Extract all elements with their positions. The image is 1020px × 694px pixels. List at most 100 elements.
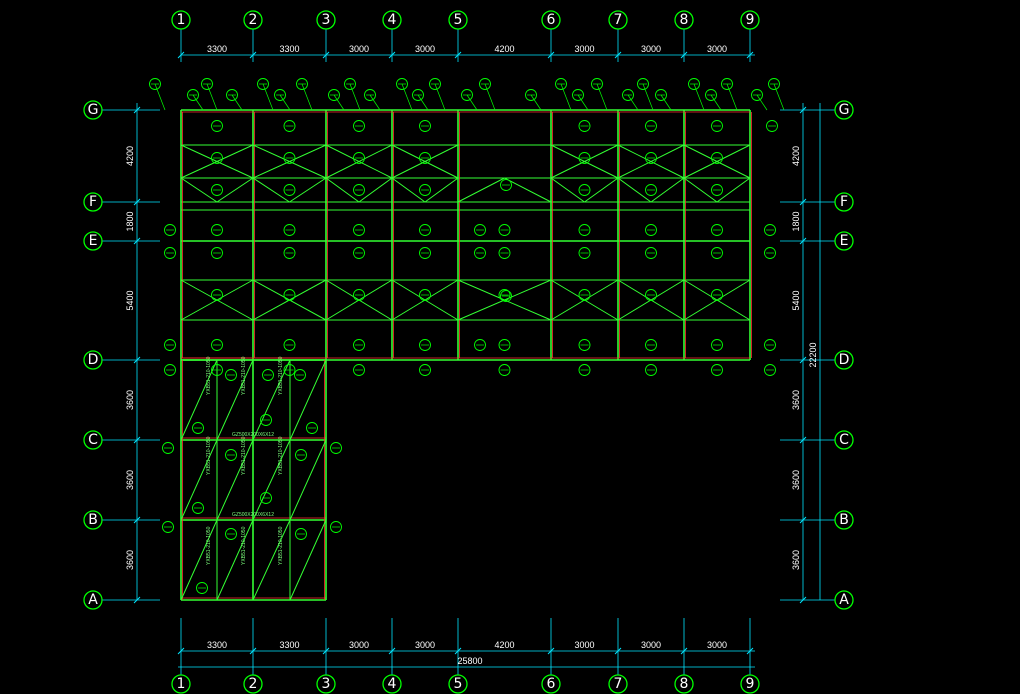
axis-label: C xyxy=(839,432,849,448)
axis-label: 5 xyxy=(454,676,463,692)
member-tag xyxy=(396,78,413,111)
axis-bubble-row-B-right: B xyxy=(834,510,854,530)
tag-circle xyxy=(283,247,296,259)
dim-tick xyxy=(133,356,141,364)
member-tag xyxy=(283,364,296,376)
tag-circle xyxy=(201,78,213,90)
tag-leader xyxy=(627,94,639,111)
axis-bubble-row-D-left: D xyxy=(83,350,103,370)
dim-label-right: 3600 xyxy=(791,390,801,410)
slab-label: YXB51-210-1050 xyxy=(206,526,212,565)
tag-circle xyxy=(711,364,723,376)
member-tag xyxy=(226,89,243,111)
tag-circle xyxy=(498,224,511,236)
member-tag xyxy=(328,89,345,111)
axis-bubble-circle xyxy=(834,231,854,251)
member-tag xyxy=(764,364,776,376)
tag-circle xyxy=(419,224,431,236)
member-tag xyxy=(353,339,365,351)
tag-circle xyxy=(294,369,306,381)
axis-bubble-circle xyxy=(83,510,103,530)
member-tag xyxy=(429,78,446,111)
tag-circle xyxy=(645,289,657,301)
member-tag xyxy=(330,442,342,454)
tag-circle xyxy=(419,247,431,259)
dim-tick xyxy=(133,436,141,444)
tag-circle xyxy=(295,449,307,461)
member-tag xyxy=(353,184,365,196)
axis-bubble-row-D-right: D xyxy=(834,350,854,370)
tag-circle xyxy=(164,339,176,351)
axis-bubble-circle xyxy=(316,674,336,694)
brace-diagonal xyxy=(252,279,327,321)
brace-diagonal xyxy=(216,177,254,203)
dim-tick xyxy=(322,51,330,59)
member-tag xyxy=(419,339,431,351)
tag-circle xyxy=(225,369,237,381)
tag-circle xyxy=(196,582,208,594)
slab-label: YXB51-210-1050 xyxy=(241,436,247,475)
tag-circle xyxy=(283,184,296,196)
axis-bubble-col-1-top: 1 xyxy=(171,10,191,30)
tag-circle xyxy=(225,528,237,540)
axis-label: G xyxy=(839,102,850,118)
axis-bubble-col-3-bottom: 3 xyxy=(316,674,336,694)
member-tag xyxy=(705,89,722,111)
tag-circle xyxy=(637,78,649,90)
member-tag xyxy=(645,339,657,351)
dim-tick xyxy=(249,51,257,59)
member-tag xyxy=(187,89,204,111)
axis-bubble-circle xyxy=(171,10,191,30)
tag-circle xyxy=(461,89,473,101)
tag-circle xyxy=(766,120,778,132)
tag-circle xyxy=(211,120,223,132)
tag-circle xyxy=(578,224,591,236)
member-tag xyxy=(196,582,208,594)
member-tag xyxy=(260,414,272,426)
member-tag xyxy=(711,184,723,196)
tag-circle xyxy=(525,89,537,101)
tag-circle xyxy=(711,184,723,196)
tag-circle xyxy=(711,152,723,164)
tag-circle xyxy=(711,339,723,351)
dim-label-bottom: 3000 xyxy=(707,640,727,650)
tag-circle xyxy=(283,152,296,164)
dim-label-right: 5400 xyxy=(791,290,801,310)
dim-label-bottom: 3000 xyxy=(641,640,661,650)
axis-label: A xyxy=(88,592,98,608)
axis-bubble-circle xyxy=(83,430,103,450)
member-tag xyxy=(364,89,381,111)
brace-diagonal xyxy=(617,144,685,179)
tag-leader xyxy=(773,83,785,111)
dim-tick xyxy=(388,51,396,59)
tag-circle xyxy=(578,120,591,132)
tag-circle xyxy=(162,442,174,454)
tag-leader xyxy=(756,94,768,111)
slab-label: YXB51-210-1050 xyxy=(241,526,247,565)
axis-bubble-row-C-right: C xyxy=(834,430,854,450)
axis-bubble-col-2-bottom: 2 xyxy=(243,674,263,694)
tag-circle xyxy=(474,339,486,351)
dim-label-bottom-total: 25800 xyxy=(457,656,482,666)
brace-diagonal xyxy=(504,177,552,203)
tag-circle xyxy=(498,247,511,259)
member-tag xyxy=(645,184,657,196)
wing-brace xyxy=(216,519,254,601)
tag-leader xyxy=(560,83,572,111)
member-tags xyxy=(149,78,785,594)
member-tag xyxy=(764,247,776,259)
tag-circle xyxy=(192,422,204,434)
axis-bubble-circle xyxy=(834,430,854,450)
wing-brace xyxy=(180,359,218,441)
axis-bubble-col-3-top: 3 xyxy=(316,10,336,30)
axis-label: 6 xyxy=(547,676,556,692)
axis-grid-lines xyxy=(102,29,835,675)
tag-circle xyxy=(578,184,591,196)
axis-label: A xyxy=(839,592,849,608)
wing-brace xyxy=(216,359,254,441)
member-tag xyxy=(419,120,431,132)
member-tag xyxy=(766,120,778,132)
dim-tick xyxy=(133,106,141,114)
tag-circle xyxy=(419,339,431,351)
member-tag xyxy=(578,224,591,236)
